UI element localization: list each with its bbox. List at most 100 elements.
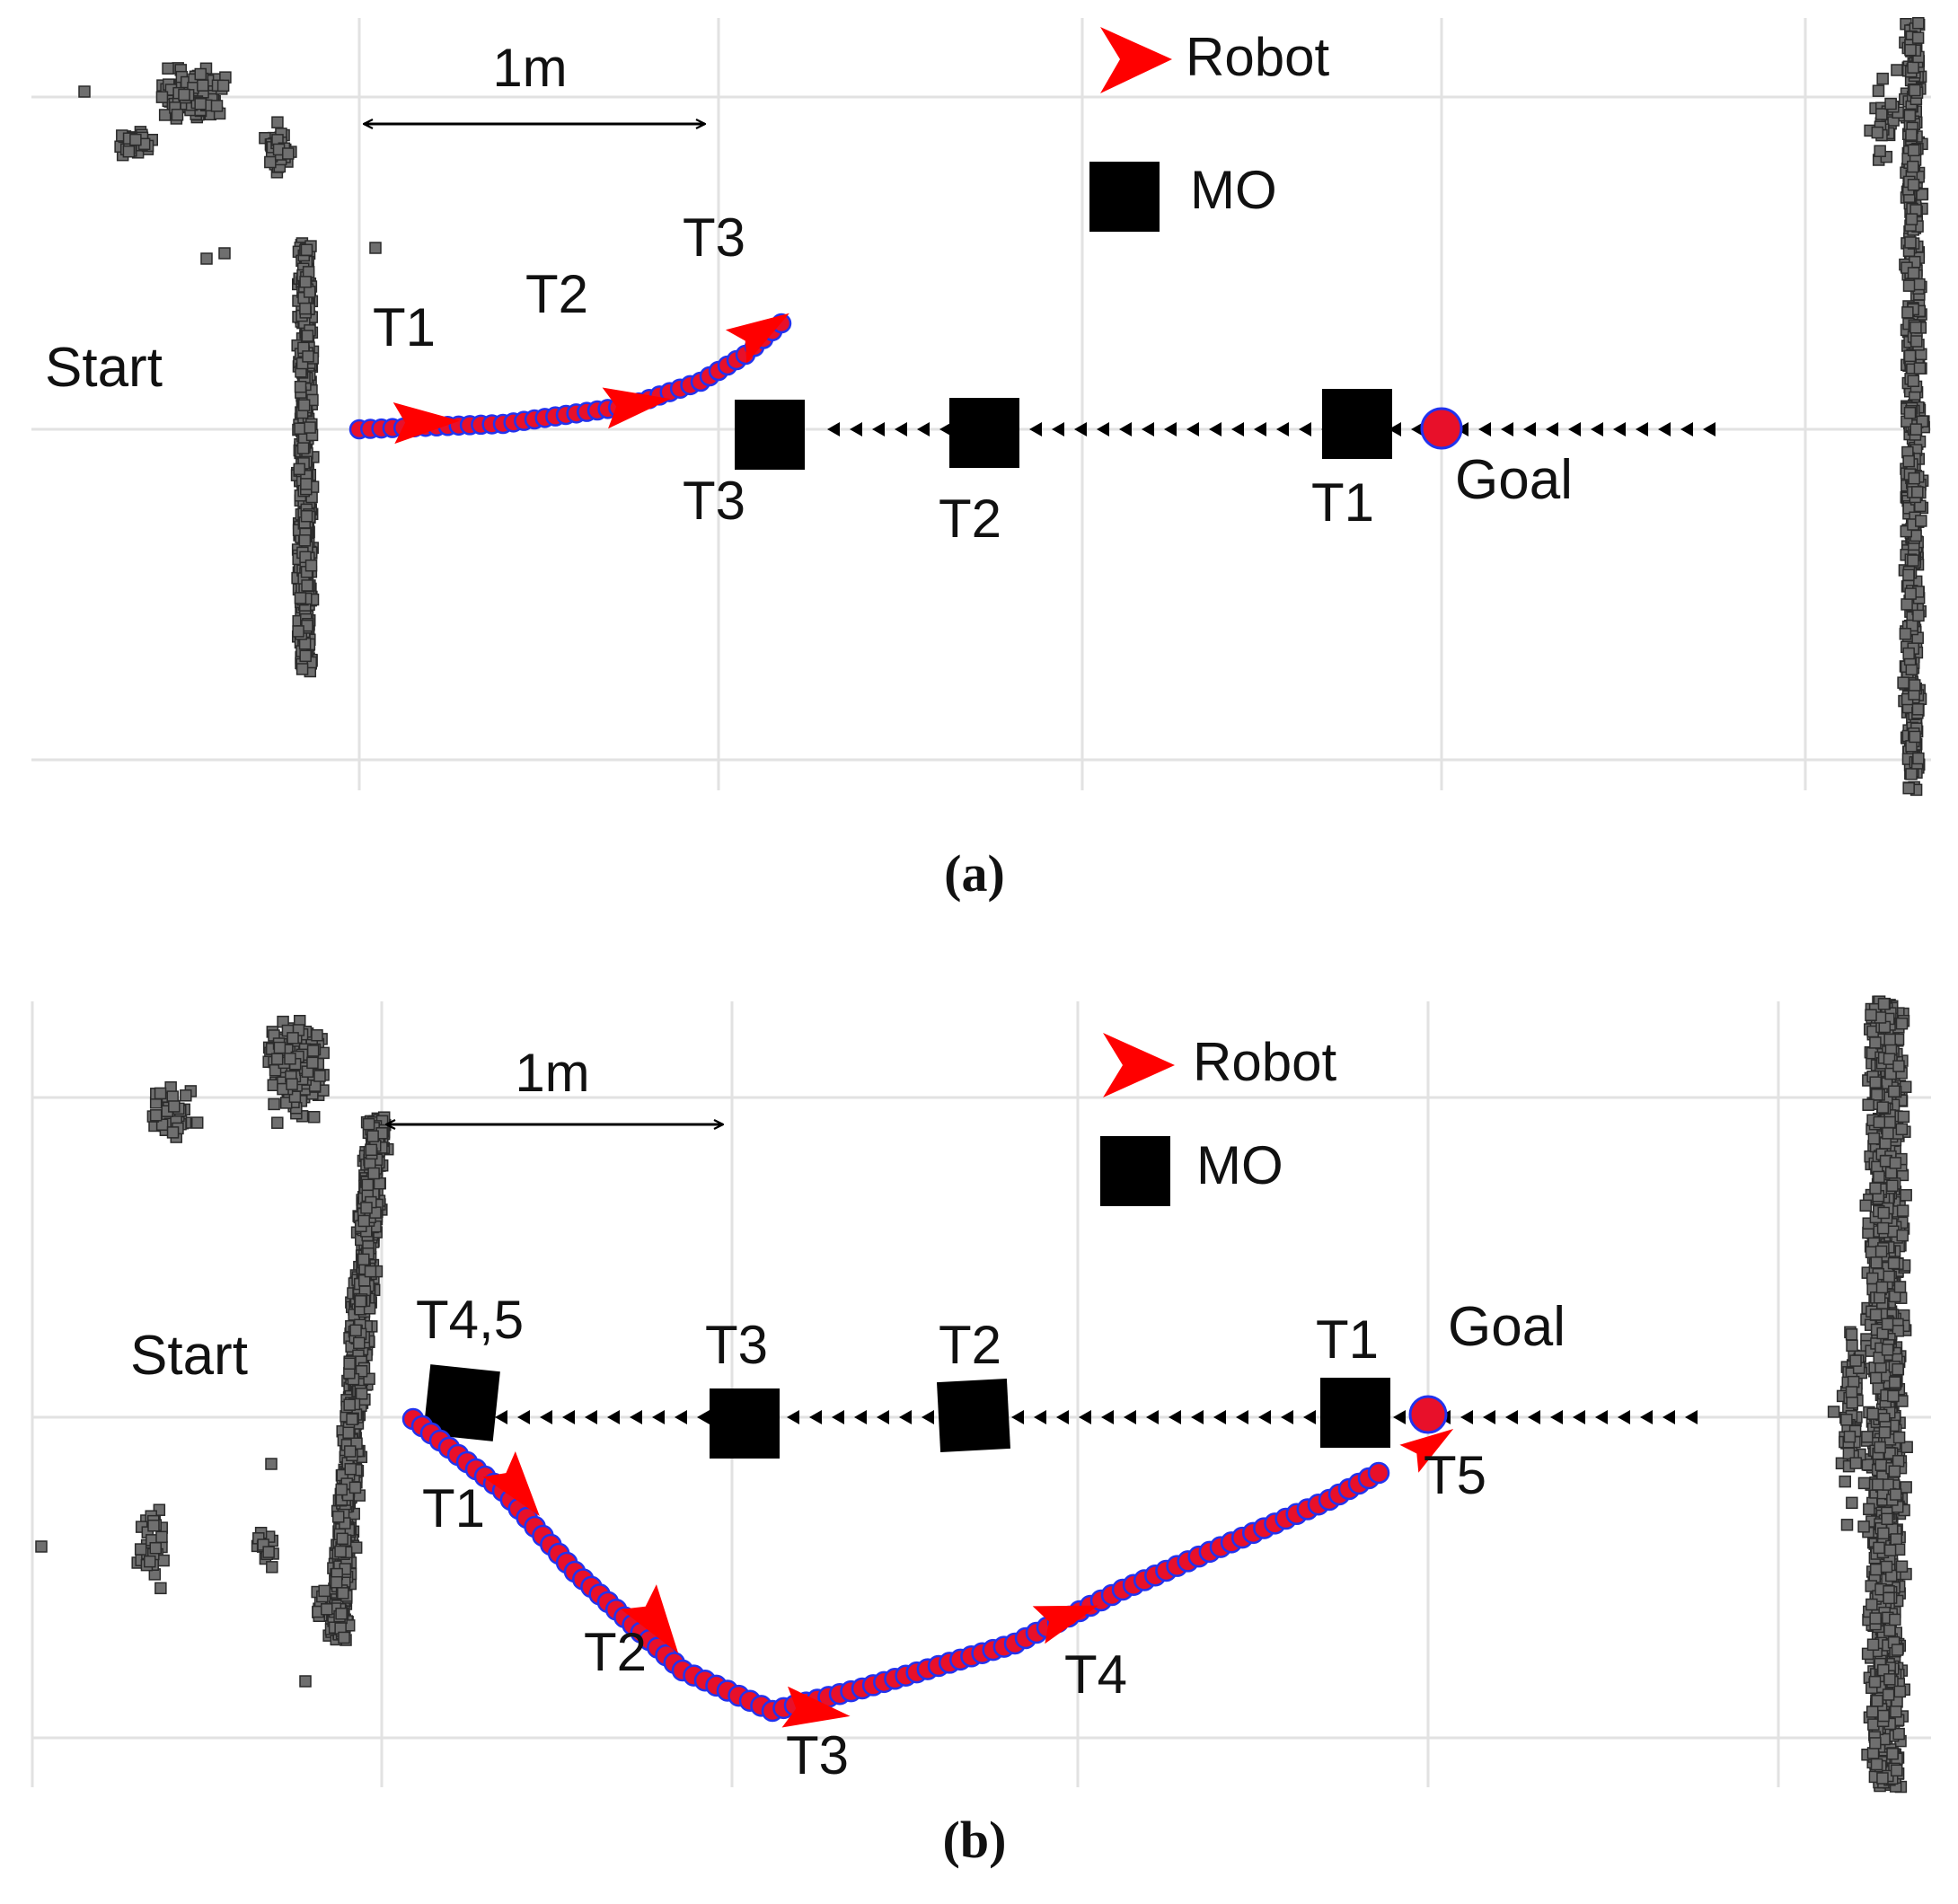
- scan-point-icon: [147, 1519, 160, 1532]
- obstacle-label-t3-b: T3: [705, 1315, 768, 1375]
- scan-point-icon: [298, 534, 312, 547]
- scale-bar-b: 1m: [386, 1043, 723, 1124]
- scan-point-icon: [1909, 730, 1921, 744]
- scan-point-icon: [1849, 1354, 1862, 1367]
- scan-point-icon: [1902, 781, 1915, 795]
- scan-point-icon: [1909, 84, 1921, 97]
- scan-point-icon: [1870, 1089, 1883, 1101]
- obstacle-label-t45-b: T4,5: [416, 1290, 524, 1350]
- scan-point-icon: [1903, 349, 1917, 363]
- scan-point-icon: [149, 1109, 163, 1122]
- obstacle-track-triangle-icon: [1186, 422, 1199, 436]
- obstacle-track-triangle-icon: [1640, 1410, 1653, 1424]
- scan-point-icon: [266, 1561, 278, 1573]
- obstacle-track-triangle-icon: [1680, 422, 1693, 436]
- obstacle-track-triangle-icon: [1550, 1410, 1563, 1424]
- obstacle-square-icon: [735, 400, 805, 470]
- start-label-b: Start: [130, 1325, 248, 1387]
- scan-point-icon: [369, 242, 382, 254]
- obstacle-track-a: [827, 422, 1715, 436]
- scan-point-icon: [1899, 1080, 1912, 1093]
- scan-point-icon: [218, 247, 231, 260]
- obstacle-track-triangle-icon: [1236, 1410, 1248, 1424]
- scan-point-icon: [1862, 1098, 1874, 1111]
- obstacle-square-icon: [949, 398, 1019, 468]
- scan-point-icon: [349, 1541, 363, 1554]
- scan-point-icon: [337, 1587, 349, 1600]
- scan-point-icon: [1883, 1624, 1896, 1637]
- obstacle-track-triangle-icon: [1573, 1410, 1585, 1424]
- scan-point-icon: [1892, 1727, 1905, 1741]
- scan-point-icon: [1883, 1544, 1897, 1556]
- scan-point-icon: [1873, 1115, 1886, 1129]
- scan-point-icon: [1861, 1459, 1874, 1471]
- scan-point-icon: [1877, 1709, 1890, 1723]
- obstacle-square-icon: [1322, 389, 1392, 459]
- scan-point-icon: [321, 1603, 333, 1616]
- scan-point-icon: [1892, 1431, 1906, 1444]
- obstacle-track-triangle-icon: [939, 422, 952, 436]
- scan-point-icon: [1875, 1281, 1889, 1294]
- scan-point-icon: [1874, 1441, 1886, 1454]
- scan-point-icon: [171, 109, 184, 121]
- scan-point-icon: [35, 1540, 48, 1553]
- robot-label-t1-b: T1: [422, 1478, 485, 1538]
- robot-label-t4-b: T4: [1064, 1644, 1127, 1705]
- scan-point-icon: [1886, 1747, 1899, 1760]
- goal-circle-icon: [1408, 1395, 1448, 1434]
- scan-point-icon: [287, 1032, 299, 1045]
- obstacle-track-triangle-icon: [540, 1410, 552, 1424]
- obstacle-track-triangle-icon: [1636, 422, 1648, 436]
- scan-point-icon: [348, 1481, 362, 1494]
- scan-point-icon: [1870, 1758, 1883, 1771]
- scan-point-icon: [1865, 1706, 1879, 1718]
- scan-point-icon: [180, 1089, 192, 1102]
- scan-point-icon: [1839, 1475, 1851, 1488]
- scan-point-icon: [194, 98, 207, 110]
- scan-point-icon: [1883, 1270, 1896, 1283]
- scan-point-icon: [295, 663, 309, 675]
- scan-point-icon: [331, 1511, 345, 1523]
- scan-point-icon: [1903, 109, 1917, 122]
- scan-point-icon: [1879, 1137, 1892, 1150]
- robot-label-t3-a: T3: [683, 207, 745, 268]
- scan-point-icon: [1869, 1309, 1883, 1321]
- scan-point-icon: [296, 442, 310, 454]
- scan-point-icon: [1872, 84, 1885, 97]
- scan-point-icon: [343, 1445, 357, 1458]
- scan-point-icon: [1881, 1318, 1894, 1331]
- robot-poses-a: [392, 313, 789, 445]
- scan-point-icon: [367, 1167, 380, 1180]
- scan-point-icon: [1889, 1157, 1902, 1169]
- scan-point-icon: [1865, 1246, 1878, 1258]
- scan-point-icon: [342, 1426, 355, 1440]
- scan-point-icon: [1873, 1170, 1885, 1184]
- obstacle-track-triangle-icon: [827, 422, 840, 436]
- scan-point-icon: [330, 1575, 343, 1589]
- scan-point-icon: [294, 592, 307, 604]
- obstacle-track-triangle-icon: [1460, 1410, 1473, 1424]
- scan-point-icon: [1911, 31, 1925, 44]
- scan-point-icon: [1916, 188, 1928, 201]
- scan-point-icon: [1887, 1389, 1900, 1403]
- scan-point-icon: [303, 286, 316, 298]
- obstacle-track-triangle-icon: [1124, 1410, 1136, 1424]
- scan-point-icon: [1900, 1481, 1912, 1494]
- scan-point-icon: [1869, 1612, 1882, 1625]
- obstacle-track-triangle-icon: [1209, 422, 1222, 436]
- obstacle-track-triangle-icon: [652, 1410, 665, 1424]
- scan-point-icon: [1871, 1478, 1884, 1491]
- scan-point-icon: [301, 330, 314, 342]
- scan-point-icon: [1877, 998, 1891, 1010]
- obstacle-track-triangle-icon: [1101, 1410, 1114, 1424]
- scan-point-icon: [1874, 145, 1886, 157]
- scan-point-icon: [346, 1413, 358, 1425]
- robot-pose-icon: [725, 313, 789, 364]
- legend-a: Robot MO: [1089, 27, 1329, 232]
- scan-point-icon: [1861, 1431, 1874, 1443]
- scan-point-icon: [1909, 423, 1922, 436]
- scan-point-icon: [1912, 752, 1925, 765]
- scan-point-icon: [1863, 1503, 1875, 1516]
- obstacle-track-triangle-icon: [585, 1410, 597, 1424]
- scan-point-icon: [162, 62, 174, 75]
